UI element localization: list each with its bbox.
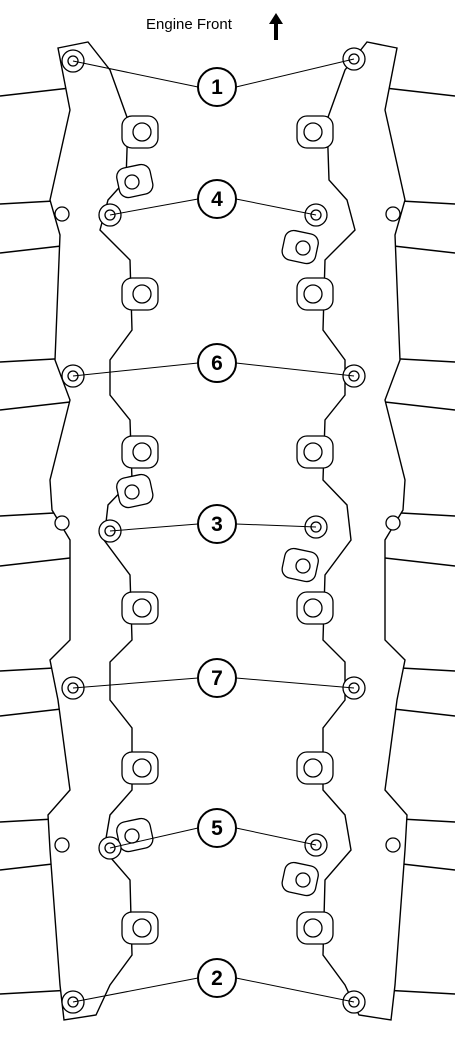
left-boss-hole-6 [132,918,152,938]
callout-label-6: 6 [211,352,223,375]
leader-left-7 [72,677,199,689]
bolt-bosses [116,115,334,945]
callout-label-5: 5 [211,817,223,840]
callout-circle-6 [197,343,237,383]
right-ear-hole-1 [385,206,401,222]
right-boss-hole-4 [303,598,323,618]
leader-right-6 [235,362,355,377]
right-clip-hole-2 [295,558,311,574]
callout-label-2: 2 [211,967,223,990]
leader-left-3 [109,523,199,532]
leader-left-6 [72,362,199,377]
up-arrow-icon [269,13,283,40]
callout-circle-7 [197,658,237,698]
left-ear-hole-2 [54,515,70,531]
left-clip-hole-3 [124,828,140,844]
leader-right-2 [235,977,355,1003]
engine-front-label: Engine Front [146,16,232,33]
callout-circle-5 [197,808,237,848]
leader-lines [72,58,355,1003]
right-boss-hole-3 [303,442,323,462]
callout-circle-1 [197,67,237,107]
leader-right-3 [235,523,317,528]
left-ear-hole-3 [54,837,70,853]
left-ear-hole-1 [54,206,70,222]
left-boss-hole-5 [132,758,152,778]
leader-left-5 [109,827,199,849]
callout-circle-2 [197,958,237,998]
leader-left-1 [72,60,199,88]
manifold-flanges [47,41,408,1021]
left-boss-hole-4 [132,598,152,618]
leader-right-4 [235,198,317,216]
right-boss-hole-6 [303,918,323,938]
callout-circle-4 [197,179,237,219]
right-clip-hole-1 [295,240,311,256]
right-boss-hole-1 [303,122,323,142]
callout-markers: 1 4 6 3 7 5 2 [197,67,237,998]
left-clip-hole-2 [124,484,140,500]
callout-label-7: 7 [211,667,223,690]
right-ear-hole-2 [385,515,401,531]
left-boss-hole-2 [132,284,152,304]
callout-label-1: 1 [211,76,223,99]
right-boss-hole-2 [303,284,323,304]
right-clip-hole-3 [295,872,311,888]
leader-left-2 [72,977,199,1003]
left-flange [47,41,133,1021]
callout-label-3: 3 [211,513,223,536]
left-boss-hole-3 [132,442,152,462]
bolt-holes [54,47,401,1014]
leader-right-5 [235,827,317,846]
leader-right-7 [235,677,355,689]
callout-label-4: 4 [211,188,223,211]
right-ear-hole-3 [385,837,401,853]
header: Engine Front [0,0,455,44]
leader-right-1 [235,58,355,88]
right-flange [322,41,408,1021]
right-boss-hole-5 [303,758,323,778]
callout-circle-3 [197,504,237,544]
leader-left-4 [109,198,199,216]
left-boss-hole-1 [132,122,152,142]
left-clip-hole-1 [124,174,140,190]
